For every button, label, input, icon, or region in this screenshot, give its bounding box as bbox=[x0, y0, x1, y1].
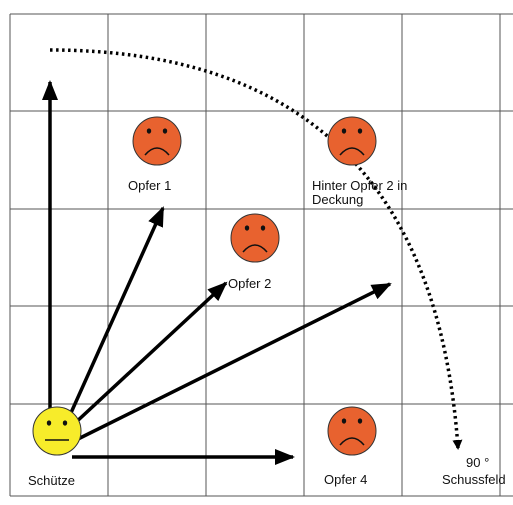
fire-arrows bbox=[42, 80, 392, 465]
field-of-fire-label: Schussfeld bbox=[442, 473, 506, 487]
victim-face-icon-in-cover bbox=[327, 116, 377, 166]
arrow-to-opfer-1 bbox=[68, 206, 165, 416]
victim-face-icon-opfer-4 bbox=[327, 406, 377, 456]
shooter-smiley-icon bbox=[32, 406, 82, 456]
opfer-4-label: Opfer 4 bbox=[324, 472, 368, 487]
arrow-to-opfer-2 bbox=[72, 281, 228, 426]
arrow-toward-cover bbox=[75, 282, 392, 442]
victim-face-icon-opfer-2 bbox=[230, 213, 280, 263]
grid bbox=[9, 13, 513, 497]
shooter-label: Schütze bbox=[28, 473, 75, 488]
opfer-2-label: Opfer 2 bbox=[228, 276, 272, 291]
opfer-1-label: Opfer 1 bbox=[128, 178, 172, 193]
cover-victim-label: Hinter Opfer 2 in Deckung bbox=[312, 178, 408, 207]
victim-face-icon-opfer-1 bbox=[132, 116, 182, 166]
angle-label: 90 ° bbox=[466, 455, 490, 470]
